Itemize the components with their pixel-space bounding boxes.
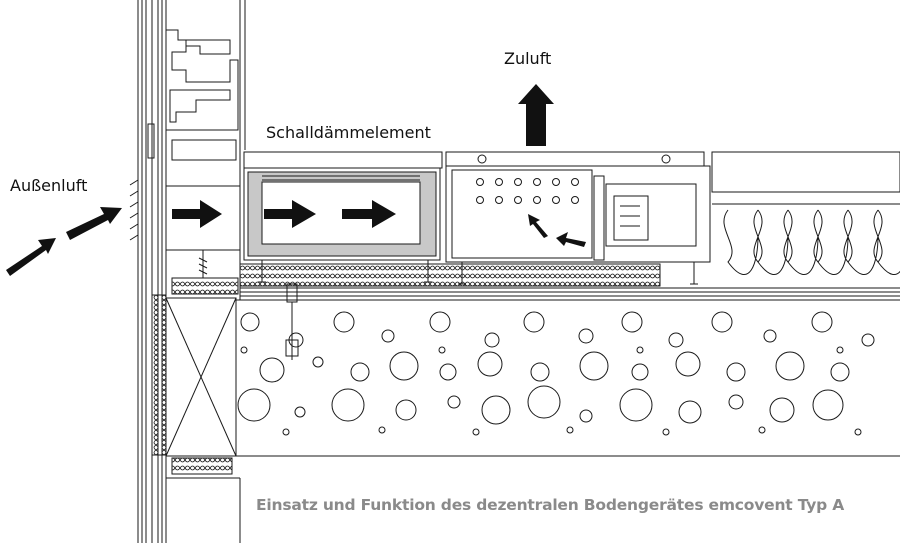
aggregate-circle	[711, 311, 733, 333]
unit-arrow-curve-1	[556, 232, 586, 247]
aggregate-circle	[481, 395, 511, 425]
unit-arrow-curve-2	[528, 214, 548, 238]
concrete-slab	[235, 299, 900, 457]
floor-buildup	[239, 263, 900, 297]
aggregate-circle	[439, 363, 457, 381]
aggregate-circle	[523, 311, 545, 333]
figure-caption: Einsatz und Funktion des dezentralen Bod…	[256, 496, 845, 514]
grille-hole	[533, 196, 541, 204]
aggregate-circle	[438, 346, 446, 354]
aggregate-circle	[619, 388, 653, 422]
aggregate-circle	[678, 400, 702, 424]
aggregate-circle	[675, 351, 701, 377]
aggregate-circle	[830, 362, 850, 382]
grille-hole	[571, 178, 579, 186]
grille-hole	[571, 196, 579, 204]
aggregate-circle	[484, 332, 500, 348]
outside-air-label: Außenluft	[10, 176, 88, 195]
inlet-arrow	[172, 200, 222, 228]
aggregate-circle	[333, 311, 355, 333]
grille-hole	[495, 196, 503, 204]
aggregate-circle	[812, 389, 844, 421]
aggregate-circle	[530, 362, 550, 382]
aggregate-circle	[259, 357, 285, 383]
aggregate-circle	[395, 399, 417, 421]
outside-air-arrow-2	[66, 207, 122, 240]
aggregate-circle	[472, 428, 480, 436]
aggregate-circle	[836, 346, 844, 354]
aggregate-circle	[312, 356, 324, 368]
aggregate-circle	[282, 428, 290, 436]
aggregate-circle	[728, 394, 744, 410]
aggregate-circle	[662, 428, 670, 436]
aggregate-circle	[566, 426, 574, 434]
concrete-aggregate	[237, 311, 875, 436]
anchor-bolt	[285, 283, 299, 360]
aggregate-circle	[758, 426, 766, 434]
aggregate-circle	[477, 351, 503, 377]
grille-hole	[514, 196, 522, 204]
grille-hole	[514, 178, 522, 186]
aggregate-circle	[636, 346, 644, 354]
outside-air-arrow-1	[6, 238, 56, 276]
aggregate-circle	[447, 395, 461, 409]
aggregate-circle	[429, 311, 451, 333]
aggregate-circle	[381, 329, 395, 343]
right-floor-deck	[711, 151, 900, 276]
aggregate-circle	[389, 351, 419, 381]
aggregate-circle	[668, 332, 684, 348]
aggregate-circle	[294, 406, 306, 418]
grille-hole	[552, 178, 560, 186]
supply-air-label: Zuluft	[504, 49, 552, 68]
aggregate-circle	[578, 328, 594, 344]
aggregate-circle	[861, 333, 875, 347]
aggregate-circle	[811, 311, 833, 333]
aggregate-circle	[769, 397, 795, 423]
grille-hole	[533, 178, 541, 186]
aggregate-circle	[331, 388, 365, 422]
aggregate-circle	[527, 385, 561, 419]
aggregate-circle	[237, 388, 271, 422]
silencer-arrow-2	[342, 200, 396, 228]
grille-hole	[476, 196, 484, 204]
aggregate-circle	[775, 351, 805, 381]
aggregate-circle	[631, 363, 649, 381]
aggregate-circle	[579, 351, 609, 381]
aggregate-circle	[240, 312, 260, 332]
grille-hole	[495, 178, 503, 186]
silencer-arrow-1	[264, 200, 316, 228]
aggregate-circle	[621, 311, 643, 333]
aggregate-circle	[763, 329, 777, 343]
floor-unit	[445, 151, 711, 285]
supply-air-arrow	[518, 84, 554, 146]
aggregate-circle	[240, 346, 248, 354]
facade-wall	[129, 0, 246, 543]
aggregate-circle	[854, 428, 862, 436]
aggregate-circle	[350, 362, 370, 382]
aggregate-circle	[726, 362, 746, 382]
aggregate-circle	[378, 426, 386, 434]
silencer-label: Schalldämmelement	[266, 123, 431, 142]
grille-hole	[552, 196, 560, 204]
grille-hole	[476, 178, 484, 186]
airflow-arrows	[6, 84, 586, 276]
aggregate-circle	[579, 409, 593, 423]
